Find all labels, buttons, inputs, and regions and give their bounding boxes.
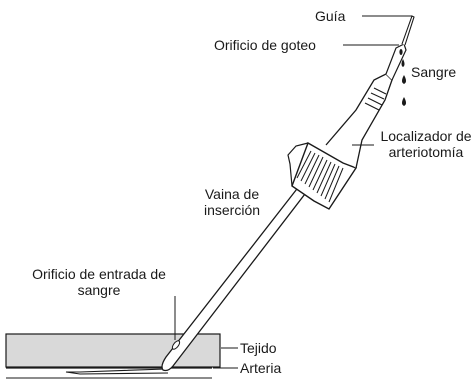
label-inlet-line2: sangre bbox=[77, 282, 121, 298]
insertion-sheath bbox=[161, 184, 309, 372]
label-drip-hole: Orificio de goteo bbox=[214, 37, 316, 53]
label-blood: Sangre bbox=[411, 64, 457, 80]
blood-inlet-hole bbox=[171, 340, 181, 350]
label-sheath-line2: inserción bbox=[203, 202, 261, 218]
label-locator: Localizador de arteriotomía bbox=[376, 128, 476, 160]
label-locator-line2: arteriotomía bbox=[388, 144, 464, 160]
guidewire-tip bbox=[65, 368, 169, 375]
guidewire bbox=[401, 15, 415, 46]
label-inlet: Orificio de entrada de sangre bbox=[16, 266, 182, 298]
label-guide: Guía bbox=[315, 8, 346, 24]
label-locator-line1: Localizador de bbox=[380, 128, 472, 144]
label-sheath-line1: Vaina de bbox=[204, 186, 260, 202]
label-tissue: Tejido bbox=[240, 340, 277, 356]
sheath-hub bbox=[287, 141, 358, 210]
label-artery: Arteria bbox=[240, 360, 282, 376]
label-sheath: Vaina de inserción bbox=[192, 186, 272, 218]
label-inlet-line1: Orificio de entrada de bbox=[32, 266, 166, 282]
drip-hole bbox=[399, 49, 403, 55]
blood-drops bbox=[401, 59, 406, 106]
locator-grip bbox=[364, 87, 387, 111]
